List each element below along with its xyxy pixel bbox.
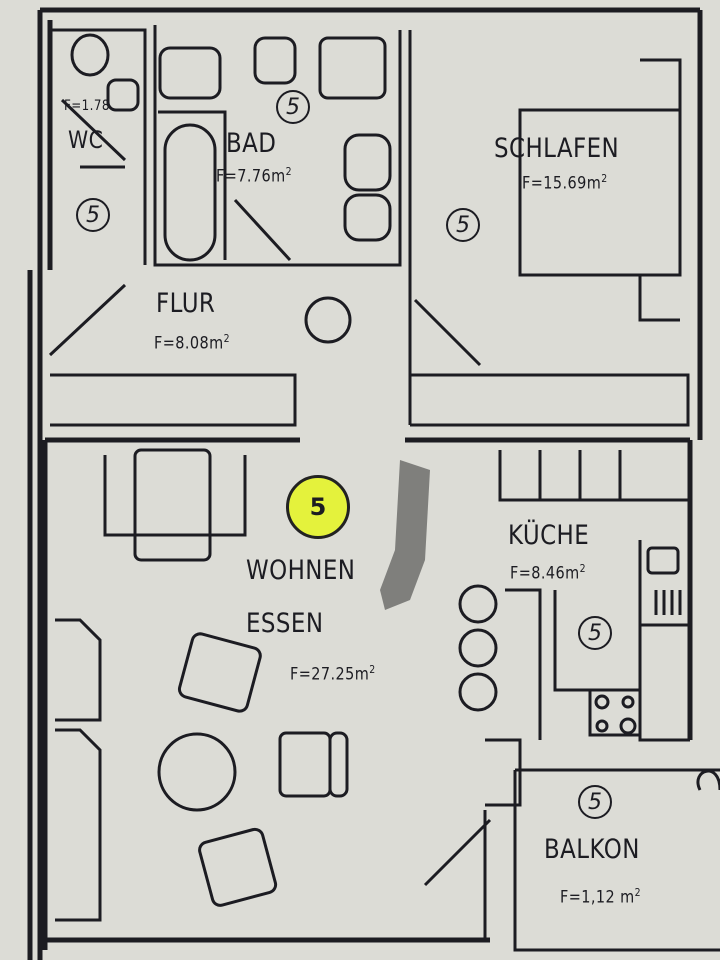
room-area-bad: F=7.76m2 (216, 165, 292, 187)
room-name-wc: WC (68, 126, 104, 154)
area-value: F=8.46 (510, 563, 566, 584)
bad-room (153, 25, 402, 267)
area-value: F=27.25 (290, 664, 355, 685)
area-unit-exp: 2 (634, 886, 642, 899)
area-unit: m (354, 664, 370, 685)
room-area-wohnen: F=27.25m2 (290, 663, 376, 685)
area-unit-exp: 2 (369, 663, 376, 676)
room-name-flur: FLUR (156, 288, 216, 319)
exterior-walls (27, 7, 703, 960)
area-unit-exp: 2 (601, 172, 608, 185)
area-unit: m (620, 887, 635, 908)
balkon-room (513, 768, 720, 952)
area-unit-exp: 2 (223, 332, 231, 345)
unit-marker-wc: 5 (76, 198, 110, 232)
area-unit-exp: 2 (285, 165, 293, 178)
unit-marker-highlighted: 5 (286, 475, 350, 539)
area-value: F=1,12 (560, 887, 621, 908)
room-name-kueche: KÜCHE (508, 520, 590, 551)
room-name-balkon: BALKON (544, 834, 640, 865)
room-area-balkon: F=1,12 m2 (560, 886, 641, 908)
area-unit-exp: 2 (579, 562, 587, 575)
room-area-schlafen: F=15.69m2 (522, 172, 608, 194)
room-area-kueche: F=8.46m2 (510, 562, 586, 584)
flur-room (48, 283, 352, 427)
wohnen-room (55, 448, 522, 940)
area-value: F=1.78 (64, 98, 110, 114)
kueche-room (498, 450, 690, 742)
area-unit: m (586, 173, 602, 194)
room-area-flur: F=8.08m2 (154, 332, 230, 354)
area-unit: m (565, 563, 580, 584)
room-area-wc: F=1.78 (64, 98, 110, 114)
area-value: F=7.76 (216, 166, 272, 187)
room-name-bad: BAD (226, 128, 277, 159)
unit-marker-balkon: 5 (578, 785, 612, 819)
room-name-essen: ESSEN (246, 608, 324, 639)
area-value: F=15.69 (522, 173, 587, 194)
unit-marker-schlafen: 5 (446, 208, 480, 242)
area-value: F=8.08 (154, 333, 210, 354)
area-unit: m (209, 333, 224, 354)
schlafen-room (408, 30, 690, 427)
room-name-schlafen: SCHLAFEN (494, 133, 620, 164)
unit-marker-kueche: 5 (578, 616, 612, 650)
room-name-wohnen: WOHNEN (246, 555, 356, 586)
unit-marker-bad: 5 (276, 90, 310, 124)
wc-room (50, 28, 147, 265)
stain-marks (380, 460, 430, 610)
area-unit: m (271, 166, 286, 187)
